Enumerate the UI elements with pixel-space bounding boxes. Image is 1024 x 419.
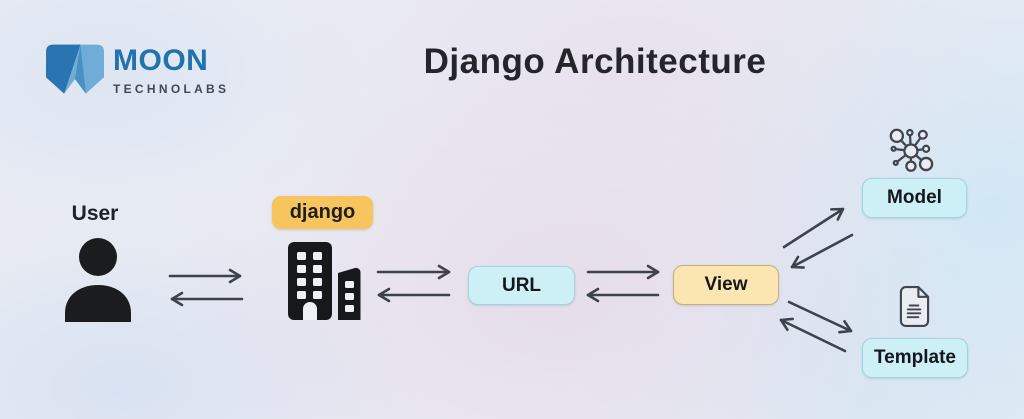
model-node: Model <box>862 178 967 218</box>
brand-name: MOON <box>113 44 209 77</box>
document-icon <box>899 286 930 327</box>
arrow-view-to-template <box>787 300 853 334</box>
buildings-icon <box>288 242 361 320</box>
arrow-template-to-view <box>779 317 847 353</box>
template-node: Template <box>862 338 968 378</box>
brand-logo: MOON TECHNOLABS <box>46 44 229 96</box>
django-badge: django <box>272 196 373 229</box>
brand-text: MOON TECHNOLABS <box>113 44 230 97</box>
user-label: User <box>71 202 119 225</box>
network-nodes-icon <box>889 128 934 172</box>
url-node: URL <box>468 266 575 305</box>
brand-subtext: TECHNOLABS <box>113 82 230 96</box>
arrow-model-to-view <box>790 233 854 269</box>
page-title: Django Architecture <box>423 42 767 81</box>
view-node: View <box>673 265 779 305</box>
person-icon <box>65 238 131 322</box>
arrow-view-to-model <box>782 207 845 249</box>
moon-logo-mark-icon <box>46 44 104 94</box>
